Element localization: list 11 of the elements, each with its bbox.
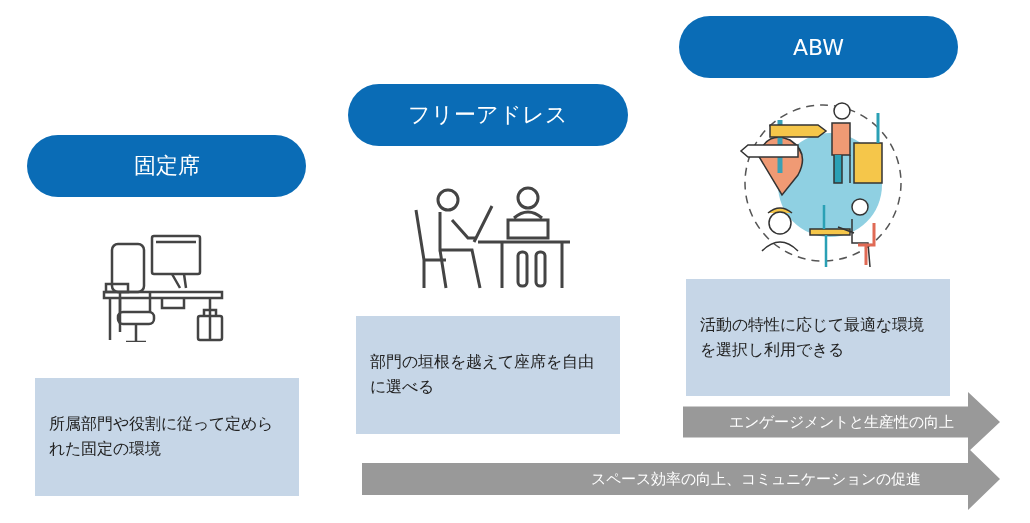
description-text: 所属部門や役割に従って定められた固定の環境 <box>49 414 274 460</box>
description-box <box>356 316 620 434</box>
heading-text: フリーアドレス <box>408 101 568 129</box>
description-text: 活動の特性に応じて最適な環境を選択し利用できる <box>700 314 925 361</box>
description-text: 部門の垣根を越えて座席を自由に選べる <box>370 352 595 398</box>
heading-text: 固定席 <box>133 152 200 180</box>
description-box <box>35 378 299 496</box>
arrow-text: エンゲージメントと生産性の向上 <box>729 412 954 432</box>
heading-text: ABW <box>792 34 845 60</box>
description-box <box>686 279 950 396</box>
arrow-text: スペース効率の向上、コミュニケーションの促進 <box>591 469 921 489</box>
